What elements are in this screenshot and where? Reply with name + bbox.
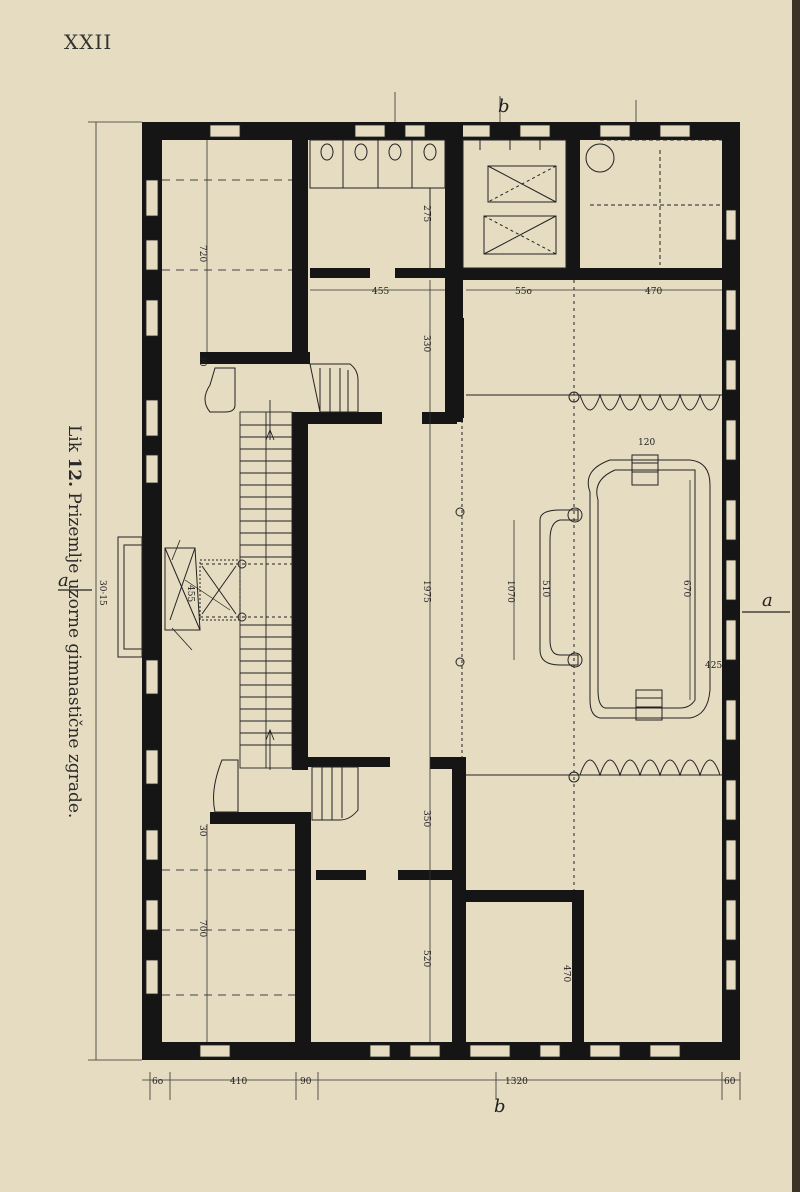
dim-hall-bottom-small: 425 xyxy=(705,661,722,671)
bath-rooms xyxy=(462,139,722,269)
dim-mid-vert-a: 330 xyxy=(421,335,431,352)
main-staircase xyxy=(200,400,295,770)
dim-top-right-a: 55o xyxy=(515,287,532,297)
dim-top-right-b: 470 xyxy=(645,287,662,297)
dim-hall-inner: 510 xyxy=(540,580,550,597)
dim-lower-right: 470 xyxy=(561,965,571,982)
left-room-lines xyxy=(162,179,295,996)
stair-landings xyxy=(204,363,359,821)
dim-hall-left: 1070 xyxy=(505,580,515,603)
dim-mid-vert-b: 1975 xyxy=(421,580,431,603)
dim-hall-top-small: 120 xyxy=(638,438,655,448)
dim-hall-right: 670 xyxy=(681,580,691,597)
dim-left-upper: 720 xyxy=(197,245,207,262)
dim-bottom-small: 90 xyxy=(300,1077,312,1087)
page-number: XXII xyxy=(64,30,113,54)
axis-marker-top: b xyxy=(498,96,510,117)
dim-left-lower: 700 xyxy=(197,920,207,937)
dim-bottom-right: 60 xyxy=(724,1077,736,1087)
dim-total-height: 30·15 xyxy=(97,580,107,606)
window-openings xyxy=(145,124,737,1058)
outer-walls xyxy=(142,122,740,1060)
dim-left-small-b: 30 xyxy=(197,825,207,837)
stair-treads-upper xyxy=(240,424,292,558)
interior-walls xyxy=(200,122,723,1042)
entrance-vestibule xyxy=(117,536,241,658)
dim-bottom-long: 1320 xyxy=(505,1077,528,1087)
axis-marker-bottom: b xyxy=(494,1096,506,1117)
dim-left-small-a: 30 xyxy=(197,355,207,367)
dim-bottom-left: 6o xyxy=(152,1077,163,1087)
dim-mid-upper: 455 xyxy=(372,287,389,297)
section-marker-left: a xyxy=(58,570,69,591)
stair-treads-lower xyxy=(240,624,292,746)
gymnasium-hall xyxy=(455,280,722,890)
dim-mid-vert-d: 520 xyxy=(421,950,431,967)
dimension-lines xyxy=(88,92,741,1100)
section-marker-right: a xyxy=(762,590,773,611)
dim-stair-width: 455 xyxy=(185,585,195,602)
scan-edge xyxy=(792,0,800,1192)
toilet-rooms xyxy=(309,139,446,268)
dim-mid-top: 275 xyxy=(421,205,431,222)
dim-bottom-mid: 410 xyxy=(230,1077,247,1087)
dim-mid-vert-c: 350 xyxy=(421,810,431,827)
